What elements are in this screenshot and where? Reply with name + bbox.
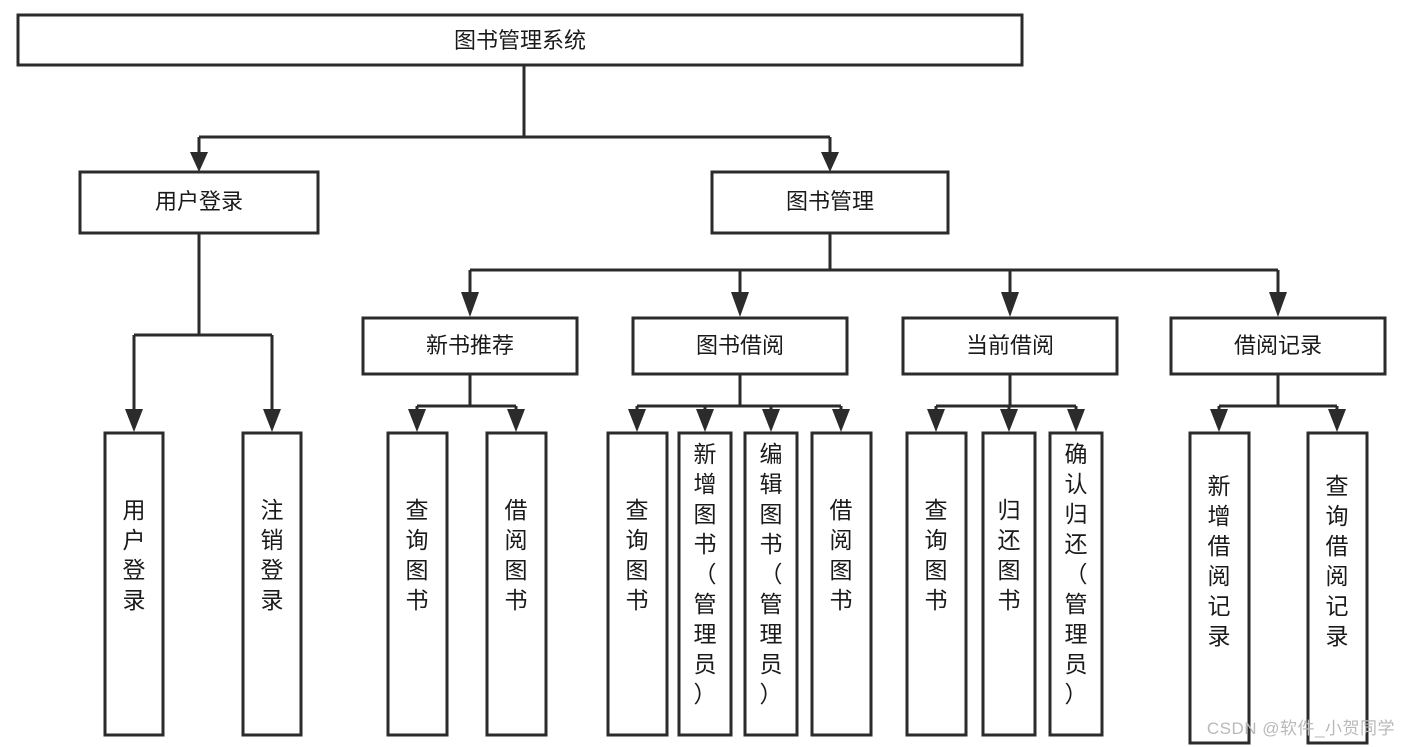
arrow-current-to-leaf3 xyxy=(1067,409,1085,432)
leaf-query-book-current-box[interactable] xyxy=(905,431,968,737)
leaf-user-login[interactable]: 用户登录 xyxy=(103,431,165,737)
node-borrow-record[interactable]: 借阅记录 xyxy=(1169,316,1387,376)
node-book-borrow[interactable]: 图书借阅 xyxy=(631,316,849,376)
node-borrow-record-label: 借阅记录 xyxy=(1234,333,1322,358)
leaf-user-login-box[interactable] xyxy=(103,431,165,737)
leaf-query-book-newbook-box[interactable] xyxy=(386,431,449,737)
arrow-borrow-to-leaf2 xyxy=(696,409,714,432)
node-root-box[interactable] xyxy=(16,13,1024,67)
leaf-borrow-book-newbook-box[interactable] xyxy=(485,431,548,737)
leaf-user-login-label: 用户登录 xyxy=(123,497,146,613)
arrow-bookmgmt-to-record xyxy=(1269,292,1287,317)
leaf-edit-book-admin-box[interactable] xyxy=(743,431,799,737)
leaf-query-book-current-label: 查询图书 xyxy=(925,497,948,613)
leaf-add-book-admin-label: 新增图书（管理员） xyxy=(694,441,717,707)
node-current-borrow-label: 当前借阅 xyxy=(966,333,1054,358)
arrow-bookmgmt-to-newbook xyxy=(461,292,479,317)
leaf-logout-label: 注销登录 xyxy=(261,497,284,613)
leaf-logout-box[interactable] xyxy=(241,431,303,737)
arrow-record-to-leaf2 xyxy=(1328,409,1346,432)
arrow-current-to-leaf1 xyxy=(927,409,945,432)
leaf-logout[interactable]: 注销登录 xyxy=(241,431,303,737)
leaf-edit-book-admin[interactable]: 编辑图书（管理员） xyxy=(743,431,799,737)
node-new-book-recommend[interactable]: 新书推荐 xyxy=(361,316,579,376)
node-user-login[interactable]: 用户登录 xyxy=(78,170,320,235)
arrow-borrow-to-leaf3 xyxy=(762,409,780,432)
node-borrow-record-box[interactable] xyxy=(1169,316,1387,376)
leaf-query-book-borrow-box[interactable] xyxy=(606,431,669,737)
leaf-query-borrow-record[interactable]: 查询借阅记录 xyxy=(1306,431,1369,745)
node-book-management-box[interactable] xyxy=(710,170,950,235)
connector-group xyxy=(125,65,1346,432)
node-current-borrow[interactable]: 当前借阅 xyxy=(901,316,1119,376)
leaf-query-borrow-record-label: 查询借阅记录 xyxy=(1326,473,1349,649)
arrow-bookmgmt-to-current xyxy=(1001,292,1019,317)
leaf-query-book-newbook-label: 查询图书 xyxy=(406,497,429,613)
arrow-borrow-to-leaf1 xyxy=(628,409,646,432)
csdn-watermark: CSDN @软件_小贺同学 xyxy=(1206,719,1395,738)
leaf-return-book-box[interactable] xyxy=(981,431,1037,737)
arrow-login-to-leaf2 xyxy=(263,409,281,432)
arrow-root-to-book-mgmt xyxy=(821,152,839,172)
leaf-borrow-book-borrow-label: 借阅图书 xyxy=(830,497,853,613)
node-book-management-label: 图书管理 xyxy=(786,189,874,214)
leaf-confirm-return-admin-box[interactable] xyxy=(1048,431,1104,737)
arrow-root-to-user-login xyxy=(190,152,208,172)
node-user-login-label: 用户登录 xyxy=(155,189,243,214)
leaf-query-book-borrow[interactable]: 查询图书 xyxy=(606,431,669,737)
arrow-newbook-to-leaf1 xyxy=(408,409,426,432)
leaf-query-borrow-record-box[interactable] xyxy=(1306,431,1369,745)
arrow-record-to-leaf1 xyxy=(1210,409,1228,432)
arrow-current-to-leaf2 xyxy=(1000,409,1018,432)
leaf-add-book-admin[interactable]: 新增图书（管理员） xyxy=(677,431,733,737)
leaf-borrow-book-newbook-label: 借阅图书 xyxy=(505,497,528,613)
node-root-label: 图书管理系统 xyxy=(454,28,586,53)
leaf-add-borrow-record-label: 新增借阅记录 xyxy=(1208,473,1231,649)
node-root[interactable]: 图书管理系统 xyxy=(16,13,1024,67)
leaf-return-book-label: 归还图书 xyxy=(998,497,1021,613)
leaf-add-book-admin-box[interactable] xyxy=(677,431,733,737)
node-book-management[interactable]: 图书管理 xyxy=(710,170,950,235)
leaf-add-borrow-record[interactable]: 新增借阅记录 xyxy=(1188,431,1251,745)
node-book-borrow-label: 图书借阅 xyxy=(696,333,784,358)
leaf-query-book-borrow-label: 查询图书 xyxy=(626,497,649,613)
leaf-confirm-return-admin-label: 确认归还（管理员） xyxy=(1065,441,1088,707)
arrow-bookmgmt-to-borrow xyxy=(731,292,749,317)
node-book-borrow-box[interactable] xyxy=(631,316,849,376)
arrow-login-to-leaf1 xyxy=(125,409,143,432)
node-new-book-recommend-box[interactable] xyxy=(361,316,579,376)
arrow-newbook-to-leaf2 xyxy=(507,409,525,432)
leaf-return-book[interactable]: 归还图书 xyxy=(981,431,1037,737)
leaf-edit-book-admin-label: 编辑图书（管理员） xyxy=(760,441,783,707)
node-user-login-box[interactable] xyxy=(78,170,320,235)
leaf-borrow-book-newbook[interactable]: 借阅图书 xyxy=(485,431,548,737)
node-current-borrow-box[interactable] xyxy=(901,316,1119,376)
leaf-borrow-book-borrow-box[interactable] xyxy=(810,431,873,737)
leaf-confirm-return-admin[interactable]: 确认归还（管理员） xyxy=(1048,431,1104,737)
leaf-borrow-book-borrow[interactable]: 借阅图书 xyxy=(810,431,873,737)
arrow-borrow-to-leaf4 xyxy=(832,409,850,432)
leaf-add-borrow-record-box[interactable] xyxy=(1188,431,1251,745)
node-new-book-recommend-label: 新书推荐 xyxy=(426,333,514,358)
leaf-query-book-newbook[interactable]: 查询图书 xyxy=(386,431,449,737)
leaf-query-book-current[interactable]: 查询图书 xyxy=(905,431,968,737)
